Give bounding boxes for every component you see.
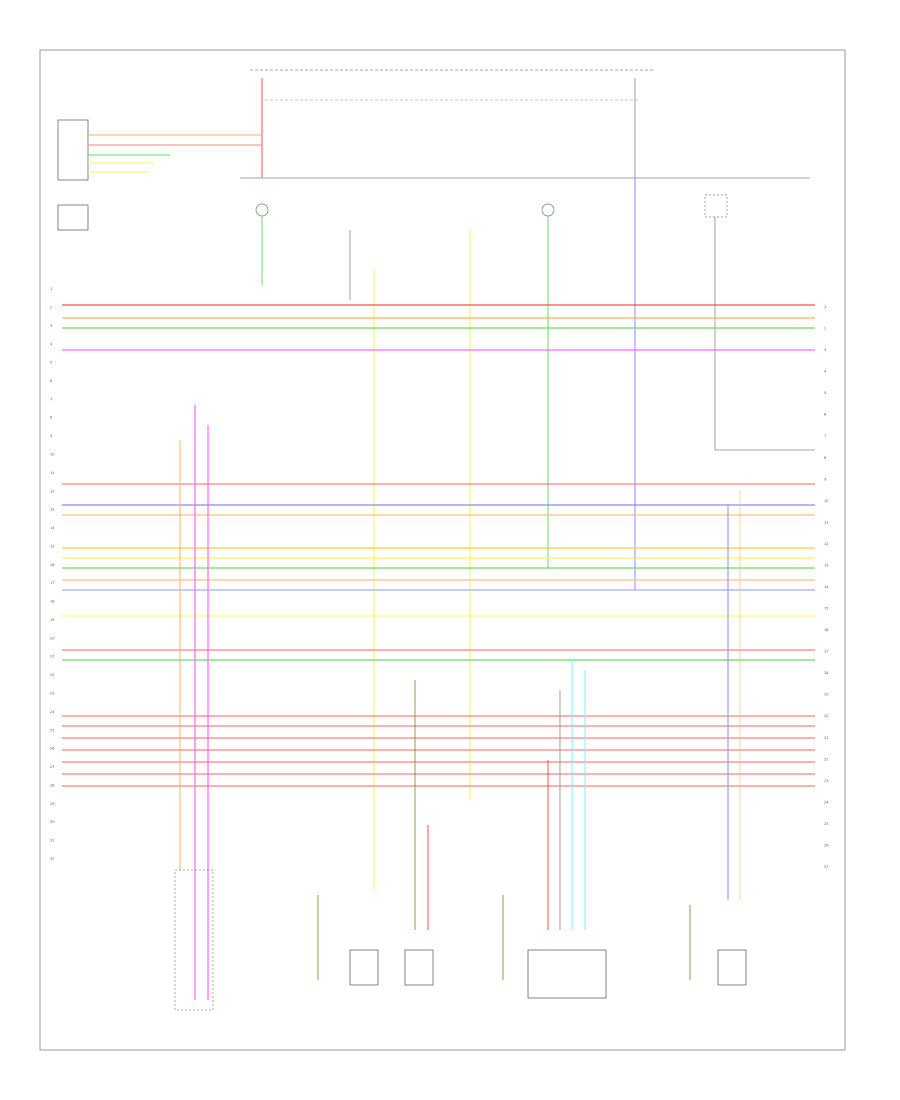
right-pin-number: 24	[824, 800, 829, 804]
right-pin-number: 10	[824, 499, 828, 503]
left-pin-number: 7	[50, 397, 52, 401]
diagram-border	[39, 49, 846, 1051]
left-pin-number: 29	[50, 802, 54, 806]
left-pin-number: 12	[50, 489, 54, 493]
top-components	[255, 178, 815, 890]
right-pin-number: 4	[824, 370, 827, 374]
left-pin-number: 15	[50, 544, 54, 548]
right-pin-number: 8	[824, 456, 826, 460]
wire-bus	[62, 304, 815, 787]
right-pin-number: 27	[824, 865, 828, 869]
left-pin-number: 27	[50, 765, 54, 769]
left-pin-number: 10	[50, 452, 54, 456]
right-pin-number: 13	[824, 563, 828, 567]
left-pin-number: 5	[50, 361, 52, 365]
right-pin-number: 19	[824, 693, 828, 697]
right-pin-number: 15	[824, 607, 828, 611]
right-pin-number: 20	[824, 714, 828, 718]
right-pin-number: 22	[824, 757, 828, 761]
right-pin-number: 2	[824, 327, 826, 331]
left-pin-number: 26	[50, 747, 54, 751]
left-pin-number: 18	[50, 600, 54, 604]
left-pin-number: 25	[50, 728, 54, 732]
left-pin-number: 32	[50, 857, 54, 861]
left-pin-number: 21	[50, 655, 54, 659]
module-box-top-left	[57, 119, 262, 231]
left-pin-number: 13	[50, 508, 54, 512]
left-pin-number: 30	[50, 820, 54, 824]
top-power-rail	[240, 69, 810, 179]
right-pin-number: 9	[824, 477, 826, 481]
left-pin-number: 16	[50, 563, 54, 567]
left-pin-number: 14	[50, 526, 55, 530]
right-pin-number: 23	[824, 779, 828, 783]
left-pin-number: 8	[50, 416, 52, 420]
right-pin-number: 5	[824, 391, 826, 395]
right-pin-number: 25	[824, 822, 828, 826]
left-pin-number: 23	[50, 692, 54, 696]
left-pin-number: 4	[50, 342, 53, 346]
left-pin-number: 9	[50, 434, 52, 438]
right-pin-number: 3	[824, 348, 826, 352]
left-pin-number: 3	[50, 324, 52, 328]
left-pin-number: 19	[50, 618, 54, 622]
right-pin-number: 26	[824, 843, 828, 847]
right-pin-number: 11	[824, 520, 828, 524]
left-pin-number: 6	[50, 379, 52, 383]
right-pin-number: 6	[824, 413, 826, 417]
left-pin-number: 20	[50, 636, 54, 640]
right-pin-number: 7	[824, 434, 826, 438]
left-pin-number: 28	[50, 783, 54, 787]
left-pin-number: 17	[50, 581, 54, 585]
bottom-components	[174, 869, 747, 1011]
right-pin-number: 21	[824, 736, 828, 740]
right-pin-number: 14	[824, 585, 829, 589]
right-pin-number: 1	[824, 305, 826, 309]
right-pin-number: 18	[824, 671, 828, 675]
left-pin-number: 22	[50, 673, 54, 677]
left-pin-number: 11	[50, 471, 54, 475]
right-pin-number: 17	[824, 650, 828, 654]
left-pin-number: 2	[50, 305, 52, 309]
right-pin-number: 16	[824, 628, 828, 632]
left-pin-number: 24	[50, 710, 55, 714]
left-pin-number: 31	[50, 839, 54, 843]
pin-numbers: 1234567891011121314151617181920212223242…	[50, 287, 829, 869]
left-pin-number: 1	[50, 287, 52, 291]
vertical-drops	[179, 405, 741, 1000]
right-pin-number: 12	[824, 542, 828, 546]
